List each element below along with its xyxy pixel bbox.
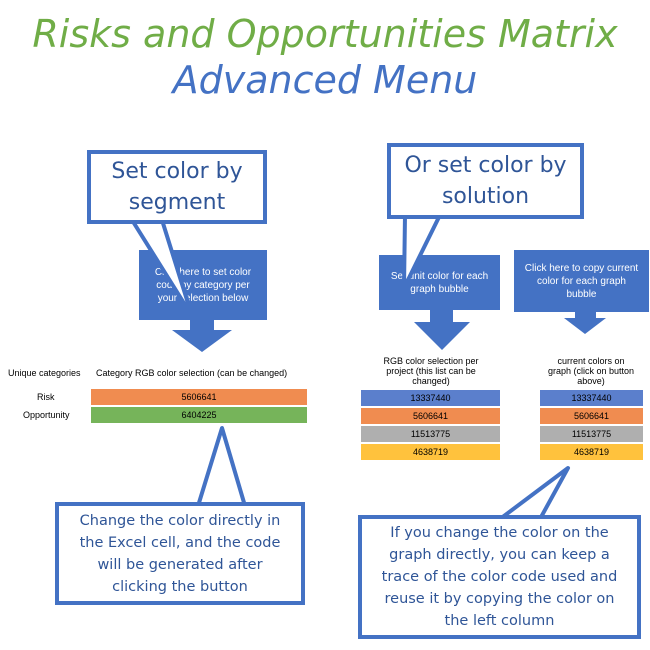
segment-callout-tail bbox=[130, 218, 194, 318]
arrow-down-icon bbox=[172, 319, 232, 352]
solution-callout-tail bbox=[402, 213, 442, 290]
category-label-opportunity: Opportunity bbox=[23, 410, 70, 420]
page-title: Risks and Opportunities Matrix bbox=[32, 12, 618, 56]
arrow-down-icon bbox=[564, 311, 606, 334]
project-color-cell[interactable]: 5606641 bbox=[360, 407, 501, 425]
set-unit-color-button[interactable]: Set unit color for each graph bubble bbox=[379, 255, 500, 310]
category-label-risk: Risk bbox=[37, 392, 55, 402]
project-color-cell[interactable]: 4638719 bbox=[360, 443, 501, 461]
unique-categories-header: Unique categories bbox=[8, 368, 81, 378]
current-color-cell: 5606641 bbox=[539, 407, 644, 425]
project-color-cell[interactable]: 13337440 bbox=[360, 389, 501, 407]
callout-change-color-directly: Change the color directly in the Excel c… bbox=[55, 502, 305, 605]
current-color-cell: 13337440 bbox=[539, 389, 644, 407]
category-color-cell-risk[interactable]: 5606641 bbox=[90, 388, 308, 406]
category-rgb-header: Category RGB color selection (can be cha… bbox=[96, 368, 288, 378]
current-color-cell: 4638719 bbox=[539, 443, 644, 461]
project-rgb-header: RGB color selection per project (this li… bbox=[383, 356, 479, 386]
callout-set-color-solution: Or set color by solution bbox=[387, 143, 584, 219]
current-color-cell: 11513775 bbox=[539, 425, 644, 443]
callout-graph-color-change: If you change the color on the graph dir… bbox=[358, 515, 641, 639]
change-callout-tail bbox=[196, 426, 247, 508]
copy-current-color-button[interactable]: Click here to copy current color for eac… bbox=[514, 250, 649, 312]
project-color-cell[interactable]: 11513775 bbox=[360, 425, 501, 443]
callout-set-color-segment: Set color by segment bbox=[87, 150, 267, 224]
page-subtitle: Advanced Menu bbox=[172, 58, 478, 102]
category-color-cell-opportunity[interactable]: 6404225 bbox=[90, 406, 308, 424]
graph-callout-tail bbox=[498, 466, 570, 521]
current-colors-header: current colors on graph (click on button… bbox=[547, 356, 635, 386]
arrow-down-icon bbox=[414, 309, 470, 350]
